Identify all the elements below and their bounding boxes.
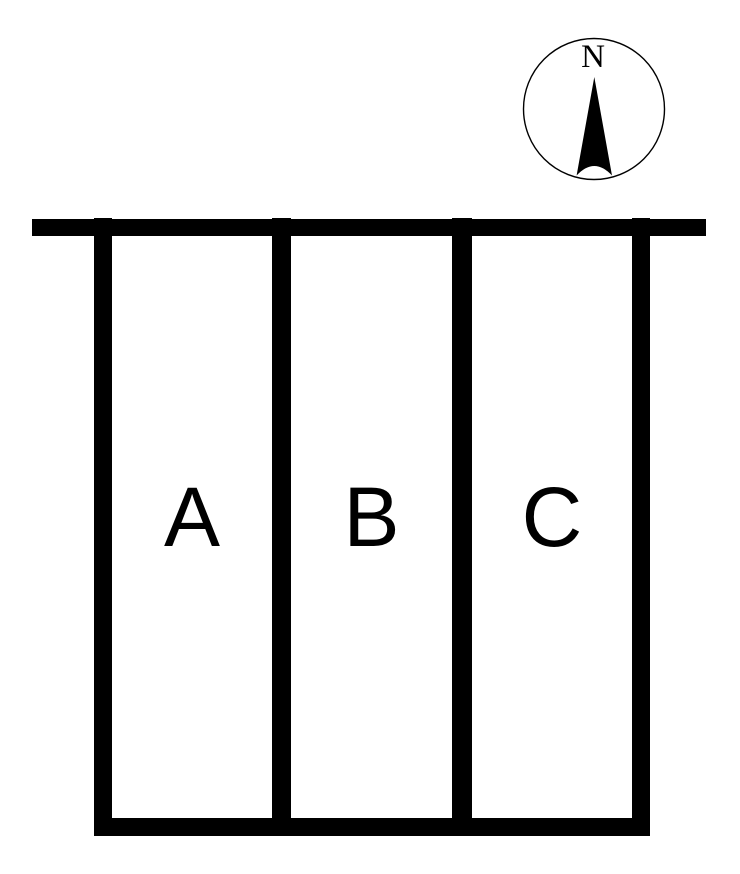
- parcel-b-label: B: [343, 470, 400, 564]
- parcel-divider-b-c: [452, 218, 472, 836]
- parcel-c: C: [472, 236, 632, 818]
- north-arrow-compass: N: [521, 36, 667, 182]
- road-line: [32, 219, 706, 236]
- parcel-b: B: [291, 236, 452, 818]
- parcel-a: A: [112, 236, 272, 818]
- north-needle-icon: [576, 77, 612, 176]
- parcel-c-right-border: [632, 218, 650, 836]
- parcel-a-label: A: [163, 470, 221, 564]
- north-label: N: [581, 39, 605, 75]
- parcel-a-left-border: [94, 218, 112, 836]
- compass-graphic: N: [522, 37, 666, 181]
- parcel-c-label: C: [521, 470, 583, 564]
- parcel-divider-a-b: [272, 218, 291, 836]
- parcels-bottom-border: [94, 818, 650, 836]
